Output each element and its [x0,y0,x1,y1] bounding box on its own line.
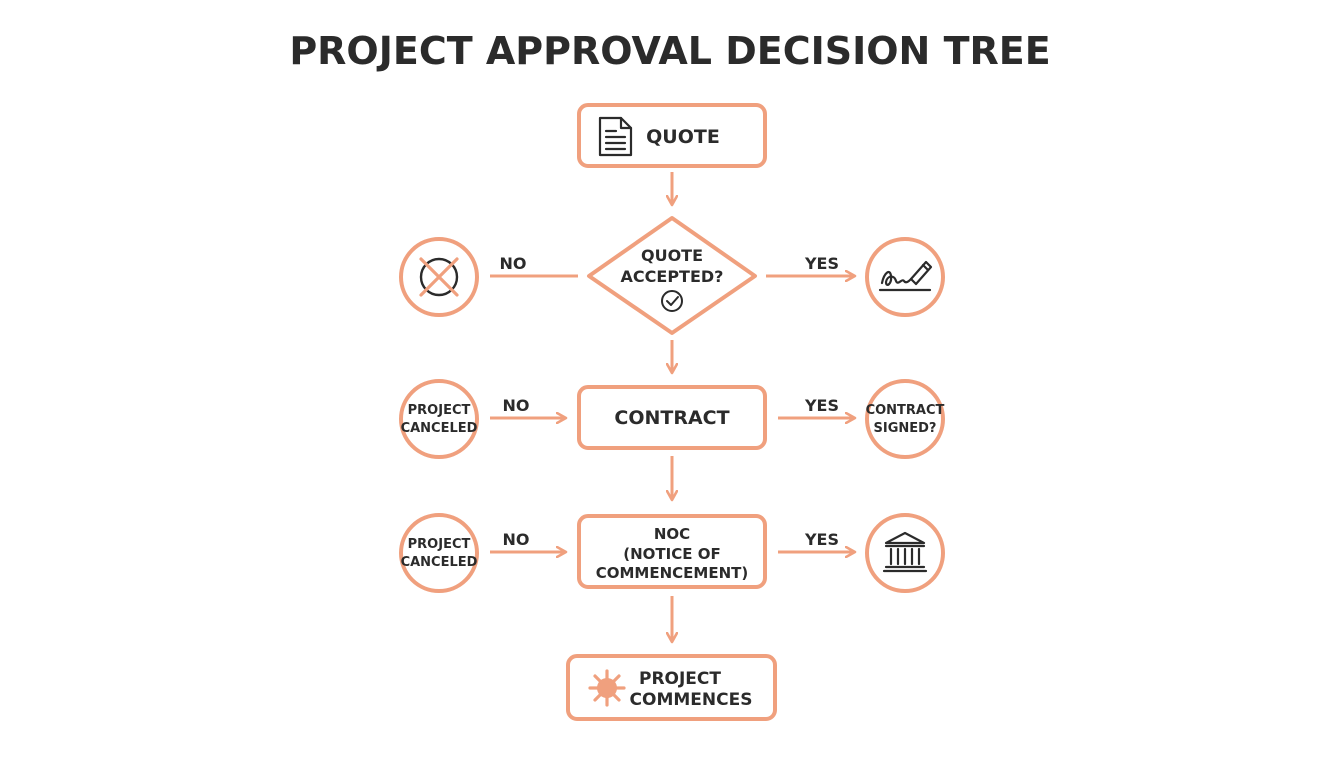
project-commences-node: PROJECT COMMENCES [566,654,777,721]
contract-node: CONTRACT [577,385,767,450]
commences-line1: PROJECT [639,669,721,689]
edge-label-no-1: NO [500,254,527,273]
document-icon [598,116,633,157]
quote-label: QUOTE [646,126,720,148]
check-circle-icon [661,290,683,312]
noc-node: NOC (NOTICE OF COMMENCEMENT) [577,514,767,589]
edge-label-no-3: NO [503,530,530,549]
quote-accepted-diamond: QUOTE ACCEPTED? [587,216,757,335]
canceled-1-line1: PROJECT [408,403,471,418]
starburst-icon [588,669,626,707]
x-circle-icon [419,257,459,297]
government-building-icon [882,531,928,573]
contract-signed-line1: CONTRACT [866,403,945,418]
signature-circle [865,237,945,317]
decision-label-line2: ACCEPTED? [621,267,724,286]
contract-signed-line2: SIGNED? [874,421,937,436]
project-canceled-circle-1: PROJECT CANCELED [399,379,479,459]
noc-line2: (NOTICE OF [623,545,720,563]
contract-signed-circle: CONTRACT SIGNED? [865,379,945,459]
canceled-1-line2: CANCELED [401,421,478,436]
page-title: PROJECT APPROVAL DECISION TREE [289,29,1050,73]
commences-line2: COMMENCES [630,690,753,710]
decision-label-line1: QUOTE [641,246,703,265]
edge-label-yes-2: YES [804,396,839,415]
contract-label: CONTRACT [614,407,729,429]
edge-label-yes-3: YES [804,530,839,549]
quote-node: QUOTE [577,103,767,168]
government-circle [865,513,945,593]
noc-line3: COMMENCEMENT) [596,564,748,582]
project-canceled-circle-2: PROJECT CANCELED [399,513,479,593]
signature-pen-icon [878,260,933,292]
noc-line1: NOC [654,525,690,543]
canceled-2-line1: PROJECT [408,537,471,552]
edge-label-yes-1: YES [804,254,839,273]
edge-label-no-2: NO [503,396,530,415]
rejected-circle [399,237,479,317]
canceled-2-line2: CANCELED [401,555,478,570]
